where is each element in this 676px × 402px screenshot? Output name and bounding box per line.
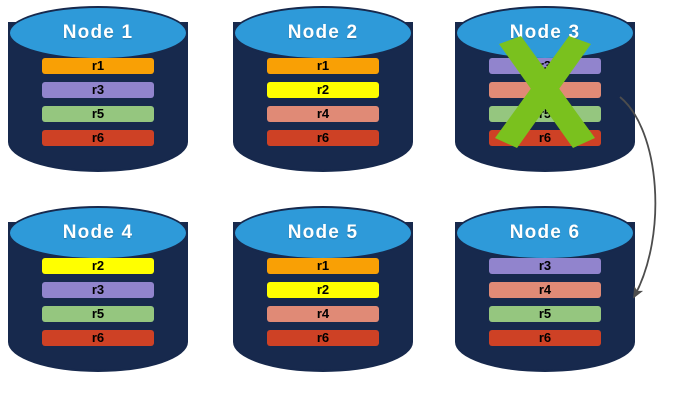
record-bar-r5: r5 — [489, 106, 601, 122]
record-list: r1 r3 r5 r6 — [42, 58, 154, 146]
record-bar-r4: r4 — [267, 106, 379, 122]
record-list: r1 r2 r4 r6 — [267, 258, 379, 346]
database-node-6[interactable]: Node 6 r3 r4 r5 r6 — [455, 206, 635, 386]
record-bar-r6: r6 — [267, 330, 379, 346]
record-bar-r2: r2 — [267, 282, 379, 298]
record-bar-r1: r1 — [42, 58, 154, 74]
node-label: Node 4 — [62, 222, 134, 243]
node-label: Node 5 — [287, 222, 359, 243]
record-bar-r1: r1 — [267, 258, 379, 274]
record-bar-r4: r4 — [489, 82, 601, 98]
record-bar-r6: r6 — [42, 130, 154, 146]
record-bar-r6: r6 — [489, 130, 601, 146]
record-list: r3 r4 r5 r6 — [489, 58, 601, 146]
cylinder-top-ellipse — [233, 6, 413, 60]
node-label: Node 1 — [62, 22, 134, 43]
record-bar-r6: r6 — [42, 330, 154, 346]
record-bar-r5: r5 — [489, 306, 601, 322]
record-bar-r4: r4 — [267, 306, 379, 322]
record-list: r3 r4 r5 r6 — [489, 258, 601, 346]
record-bar-r3: r3 — [489, 258, 601, 274]
database-node-1[interactable]: Node 1 r1 r3 r5 r6 — [8, 6, 188, 186]
node-label: Node 6 — [509, 222, 581, 243]
database-node-4[interactable]: Node 4 r2 r3 r5 r6 — [8, 206, 188, 386]
database-node-3[interactable]: Node 3 r3 r4 r5 r6 — [455, 6, 635, 186]
database-node-2[interactable]: Node 2 r1 r2 r4 r6 — [233, 6, 413, 186]
record-list: r2 r3 r5 r6 — [42, 258, 154, 346]
record-list: r1 r2 r4 r6 — [267, 58, 379, 146]
database-node-5[interactable]: Node 5 r1 r2 r4 r6 — [233, 206, 413, 386]
cylinder-top-ellipse — [233, 206, 413, 260]
node-label: Node 3 — [509, 22, 581, 43]
record-bar-r3: r3 — [42, 82, 154, 98]
node-label: Node 2 — [287, 22, 359, 43]
record-bar-r5: r5 — [42, 306, 154, 322]
record-bar-r6: r6 — [267, 130, 379, 146]
record-bar-r5: r5 — [42, 106, 154, 122]
record-bar-r3: r3 — [42, 282, 154, 298]
cylinder-top-ellipse — [8, 6, 188, 60]
record-bar-r6: r6 — [489, 330, 601, 346]
record-bar-r1: r1 — [267, 58, 379, 74]
record-bar-r3: r3 — [489, 58, 601, 74]
record-bar-r4: r4 — [489, 282, 601, 298]
record-bar-r2: r2 — [267, 82, 379, 98]
record-bar-r2: r2 — [42, 258, 154, 274]
